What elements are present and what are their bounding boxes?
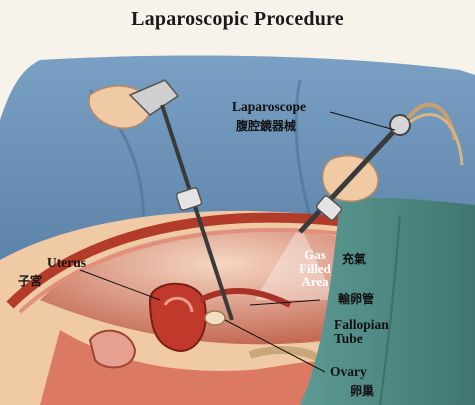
laparoscope-label: Laparoscope	[232, 100, 306, 114]
gas-label-line: Filled	[285, 262, 345, 276]
uterus-label-zh: 子宮	[18, 275, 42, 288]
gas-label-zh: 充氣	[342, 253, 366, 266]
fallopian-tube-label-zh: 輸卵管	[338, 293, 374, 306]
laparoscope-eyepiece	[390, 115, 410, 135]
ovary-label: Ovary	[330, 365, 367, 379]
gas-filled-area-label: Gas Filled Area	[285, 248, 345, 289]
uterus-label: Uterus	[47, 256, 86, 270]
fallopian-tube-label: Fallopian Tube	[334, 318, 389, 346]
laparoscope-label-zh: 腹腔鏡器械	[236, 120, 296, 133]
fallopian-label-line: Tube	[334, 332, 389, 346]
gas-label-line: Area	[285, 275, 345, 289]
gas-label-line: Gas	[285, 248, 345, 262]
ovary-label-zh: 卵巢	[350, 385, 374, 398]
fallopian-label-line: Fallopian	[334, 318, 389, 332]
ovary-shape	[205, 311, 225, 325]
